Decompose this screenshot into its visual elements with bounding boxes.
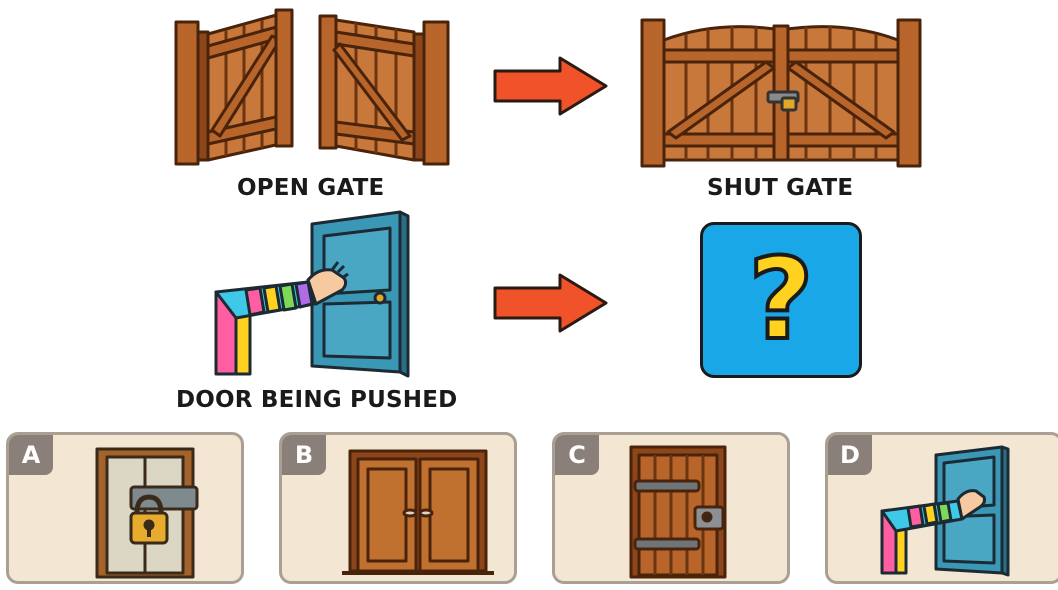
locked-door-icon [9,435,241,581]
door-being-pushed-icon [212,208,416,380]
option-b-card[interactable]: B [279,432,517,584]
question-box: ? [700,222,862,378]
right-arrow-icon [492,55,610,117]
wooden-door-with-latch-icon [555,435,787,581]
open-gate-icon [168,4,468,169]
option-a-card[interactable]: A [6,432,244,584]
door-being-pushed-caption: DOOR BEING PUSHED [176,387,457,413]
door-being-pushed-icon [828,435,1058,581]
shut-gate-icon [638,14,924,170]
option-d-card[interactable]: D [825,432,1058,584]
open-gate-caption: OPEN GATE [237,175,384,201]
right-arrow-icon [492,272,610,334]
question-mark: ? [749,244,814,356]
shut-gate-caption: SHUT GATE [707,175,853,201]
option-c-card[interactable]: C [552,432,790,584]
double-door-icon [282,435,514,581]
